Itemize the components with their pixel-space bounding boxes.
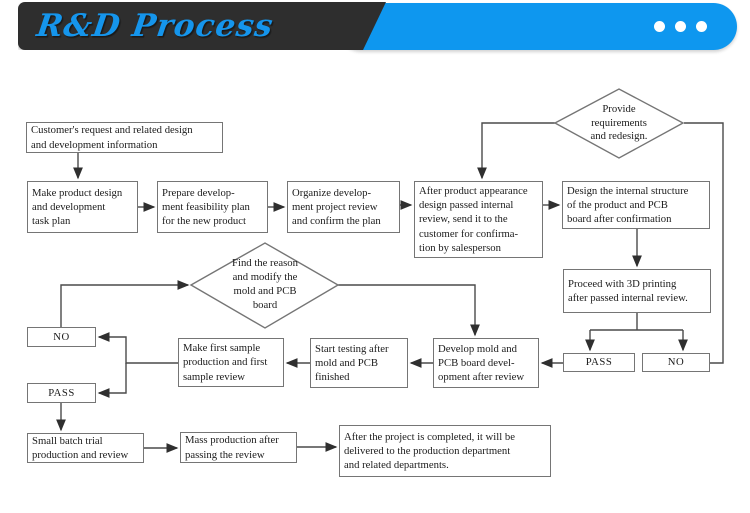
flow-node-develop-mold: Develop mold and PCB board devel- opment…: [433, 338, 539, 388]
dot: [696, 21, 707, 32]
flow-node-internal-structure: Design the internal structure of the pro…: [562, 181, 710, 229]
flow-node-project-review: Organize develop- ment project review an…: [287, 181, 400, 233]
flow-node-3d-printing: Proceed with 3D printing after passed in…: [563, 269, 711, 313]
flow-node-feasibility-plan: Prepare develop- ment feasibility plan f…: [157, 181, 268, 233]
flow-node-pass-left: PASS: [27, 383, 96, 403]
flow-node-small-batch: Small batch trial production and review: [27, 433, 144, 463]
flow-node-first-sample: Make first sample production and first s…: [178, 338, 284, 387]
flow-decision-provide-requirements: Provide requirements and redesign.: [590, 102, 648, 143]
flow-node-task-plan: Make product design and development task…: [27, 181, 138, 233]
dot: [654, 21, 665, 32]
banner-blue-pill: [338, 3, 737, 50]
flow-node-customer-request: Customer's request and related design an…: [26, 122, 223, 153]
flow-node-delivery: After the project is completed, it will …: [339, 425, 551, 477]
ellipsis-icon[interactable]: [654, 21, 707, 32]
flow-node-no-right: NO: [642, 353, 710, 372]
flow-node-appearance-review: After product appearance design passed i…: [414, 181, 543, 258]
header-banner: R&D Process: [0, 0, 750, 56]
flow-node-mass-production: Mass production after passing the review: [180, 432, 297, 463]
flow-node-pass-right: PASS: [563, 353, 635, 372]
banner-dark-bar: [18, 2, 386, 50]
dot: [675, 21, 686, 32]
flow-node-start-testing: Start testing after mold and PCB finishe…: [310, 338, 408, 388]
flow-decision-find-reason: Find the reason and modify the mold and …: [232, 257, 298, 311]
flow-node-no-left: NO: [27, 327, 96, 347]
